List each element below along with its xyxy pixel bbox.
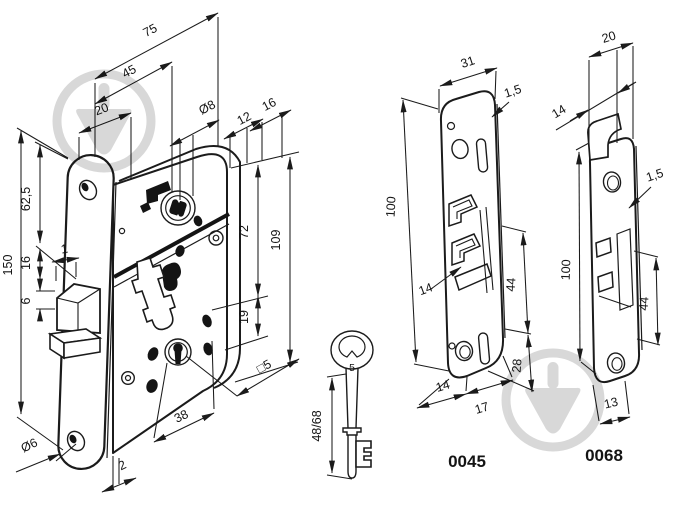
deadbolt: [47, 328, 103, 360]
dim-28-label: 28: [510, 358, 525, 373]
spindle-square-hole: [169, 199, 187, 217]
plate68-bent-lip: [587, 112, 622, 161]
lock-mechanism: [113, 181, 230, 393]
dim-100-label-68: 100: [559, 259, 574, 280]
dim-14-leader-label: 14: [417, 280, 435, 298]
keyway-cutout: [130, 257, 176, 331]
strike-plate-0045: 0045: [439, 90, 506, 471]
key-bow-number: 5: [349, 362, 355, 374]
dim-1-label: 1: [60, 242, 69, 257]
faceplate-screw-hole-bottom: [66, 430, 86, 452]
dim-31-label: 31: [459, 53, 477, 71]
dim-12-label: 12: [235, 109, 254, 128]
lock-body-drawing: [47, 145, 241, 471]
spring-bar: [113, 212, 230, 279]
dim-square5-label: □5: [254, 357, 274, 376]
dim-62-5-label: 62,5: [19, 187, 33, 211]
plate45-dimensions: 31 1,5 100 14 44 28 14 17: [383, 53, 535, 417]
key-bit: [355, 440, 372, 468]
dim-19-label: 19: [237, 310, 251, 324]
strike-plate-0068: 0068: [585, 112, 643, 465]
dim-d6-label: Ø6: [19, 435, 40, 455]
part-number-0068: 0068: [585, 446, 623, 465]
dim-16-left-label: 16: [19, 256, 33, 270]
dim-20-label: 20: [93, 100, 111, 118]
part-number-0045: 0045: [448, 452, 486, 471]
dim-13-label: 13: [603, 395, 620, 412]
keyhole-escutcheon: [164, 338, 192, 366]
plate45-slot-top: [475, 138, 489, 173]
plate45-slot-bottom: [477, 332, 491, 365]
key-bow: [330, 330, 374, 370]
dim-45-label: 45: [120, 62, 139, 81]
dim-150-label: 150: [1, 255, 15, 276]
key-dimensions: 48/68: [310, 373, 353, 480]
dim-44-label-45: 44: [504, 277, 519, 292]
plate68-dimensions: 20 14 1,5 100 44 13: [549, 28, 665, 425]
dim-14-label-68: 14: [549, 102, 568, 121]
dim-16-top-label: 16: [260, 95, 279, 114]
dim-1-5-label-45: 1,5: [502, 82, 523, 101]
watermark-icon: [52, 69, 156, 173]
faceplate-screw-hole-top: [78, 179, 98, 201]
latch-bolt: [56, 283, 101, 334]
dim-17-label: 17: [473, 399, 490, 416]
dim-72-label: 72: [237, 225, 251, 239]
dim-100-label-45: 100: [383, 196, 398, 218]
dim-2-label: 2: [116, 458, 128, 474]
key-drawing: 5: [330, 330, 374, 479]
plate45-hole-bottom: [454, 340, 474, 362]
plate45-hole-top: [451, 138, 469, 160]
plate68-hole-bottom: [606, 352, 626, 374]
dim-44-label-68: 44: [637, 296, 652, 311]
dim-75-label: 75: [141, 21, 160, 40]
dim-d8-label: Ø8: [196, 97, 217, 117]
dim-38-label: 38: [172, 407, 191, 426]
dim-6-label: 6: [19, 297, 33, 304]
plate68-pocket-2: [597, 270, 614, 294]
dim-48-68-label: 48/68: [310, 410, 324, 441]
dim-20-label-68: 20: [600, 28, 617, 45]
dim-1-5-label-68: 1,5: [644, 166, 665, 185]
key-shaft: [345, 367, 359, 429]
watermark-icon: [501, 348, 605, 452]
dim-14-bottom-label: 14: [434, 377, 451, 394]
plate68-pocket-1: [595, 236, 612, 259]
plate68-hole-top: [602, 171, 622, 193]
dim-109-label: 109: [269, 230, 283, 251]
spindle-hub: [160, 190, 196, 226]
